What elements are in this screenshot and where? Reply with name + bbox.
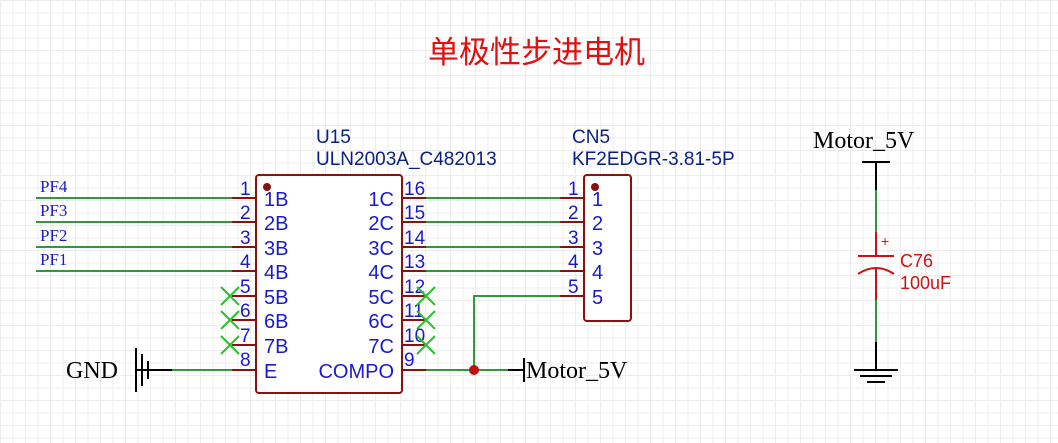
u15-pin-number: 15 (404, 203, 425, 224)
u15-pin-name: 1C (368, 189, 394, 211)
u15-pin-name: 1B (264, 189, 288, 211)
u15-pin-name: 5B (264, 287, 288, 309)
c76-designator: C76 (900, 251, 933, 271)
junction-dot (469, 365, 479, 375)
u15-part-number: ULN2003A_C482013 (316, 149, 497, 170)
cn5-pin-name: 5 (592, 287, 603, 309)
power-bar-symbol (508, 358, 525, 382)
u15-pin-number: 5 (240, 277, 251, 298)
cn5-pin-stubs (560, 197, 584, 297)
u15-pin-number: 4 (240, 252, 251, 273)
motor-5v-power-port[interactable]: Motor_5V (508, 358, 628, 384)
cn5-pin-number: 3 (568, 228, 579, 249)
u15-component[interactable]: U15 ULN2003A_C482013 1 2 (232, 127, 497, 394)
cn5-pin1-marker (591, 183, 599, 191)
cn5-pin-number: 4 (568, 252, 579, 273)
u15-right-pin-stubs (402, 197, 426, 371)
u15-pin-name: 7C (368, 336, 394, 358)
motor-5v-label-top: Motor_5V (813, 128, 915, 154)
cn5-pin-name: 2 (592, 213, 603, 235)
no-connect-marker (220, 335, 240, 355)
u15-pin-number: 8 (240, 350, 251, 371)
u15-pin-name: 2B (264, 213, 288, 235)
c76-capacitor[interactable]: + C76 100uF (857, 232, 951, 300)
wire-cn5-pin5 (473, 295, 560, 370)
u15-pin-name: 6B (264, 311, 288, 333)
u15-pin-name: 4C (368, 262, 394, 284)
power-bar-symbol (862, 161, 890, 190)
u15-pin-number: 11 (404, 301, 424, 322)
capacitor-polarity-mark: + (881, 233, 889, 249)
u15-pin1-marker (263, 183, 271, 191)
u15-pin-number: 3 (240, 228, 251, 249)
u15-pin-number: 16 (404, 179, 425, 200)
u15-pin-number: 9 (404, 350, 415, 371)
schematic-title: 单极性步进电机 (428, 35, 645, 71)
u15-pin-number: 6 (240, 301, 251, 322)
u15-pin-name: 5C (368, 287, 394, 309)
gnd-power-port[interactable]: GND (66, 348, 172, 392)
net-label-pf3: PF3 (40, 201, 67, 220)
u15-pin-number: 2 (240, 203, 251, 224)
u15-pin-number: 10 (404, 326, 425, 347)
cn5-pin-number: 1 (568, 179, 579, 200)
cn5-pin-name: 3 (592, 238, 603, 260)
u15-pin-name: 6C (368, 311, 394, 333)
u15-designator: U15 (316, 127, 351, 148)
motor-5v-label: Motor_5V (526, 358, 628, 384)
u15-pin-name: E (264, 361, 277, 383)
u15-left-pin-stubs (232, 197, 256, 371)
cn5-pin-name: 1 (592, 189, 603, 211)
cn5-pin-name: 4 (592, 262, 603, 284)
capacitor-symbol (857, 232, 895, 300)
cn5-component[interactable]: CN5 KF2EDGR-3.81-5P 1 2 3 4 5 1 2 3 4 5 (560, 127, 735, 322)
no-connect-markers (220, 286, 436, 355)
gnd-label: GND (66, 358, 118, 384)
u15-pin-name: 3B (264, 238, 288, 260)
u15-pin-number: 1 (240, 179, 251, 200)
wires (36, 190, 877, 371)
no-connect-marker (220, 286, 240, 306)
cn5-pin-number: 5 (568, 277, 579, 298)
cn5-designator: CN5 (572, 127, 610, 148)
ground-symbol[interactable] (854, 342, 898, 383)
net-label-pf2: PF2 (40, 226, 67, 245)
u15-pin-name: 3C (368, 238, 394, 260)
u15-pin-name: 4B (264, 262, 288, 284)
u15-pin-number: 12 (404, 277, 425, 298)
cn5-pin-number: 2 (568, 203, 579, 224)
gnd-symbol (135, 348, 172, 392)
u15-pin-name: 2C (368, 213, 394, 235)
u15-pin-name: COMPO (318, 361, 394, 383)
no-connect-marker (416, 286, 436, 306)
no-connect-marker (416, 335, 436, 355)
no-connect-marker (220, 310, 240, 330)
no-connect-marker (416, 310, 436, 330)
motor-5v-power-port-top[interactable]: Motor_5V (813, 128, 915, 190)
net-label-pf1: PF1 (40, 250, 67, 269)
net-label-pf4: PF4 (40, 177, 68, 196)
u15-pin-name: 7B (264, 336, 288, 358)
u15-pin-number: 14 (404, 228, 426, 249)
u15-pin-number: 13 (404, 252, 425, 273)
c76-value: 100uF (900, 273, 951, 293)
u15-body (255, 174, 403, 394)
u15-pin-number: 7 (240, 326, 251, 347)
cn5-part-number: KF2EDGR-3.81-5P (572, 149, 735, 170)
